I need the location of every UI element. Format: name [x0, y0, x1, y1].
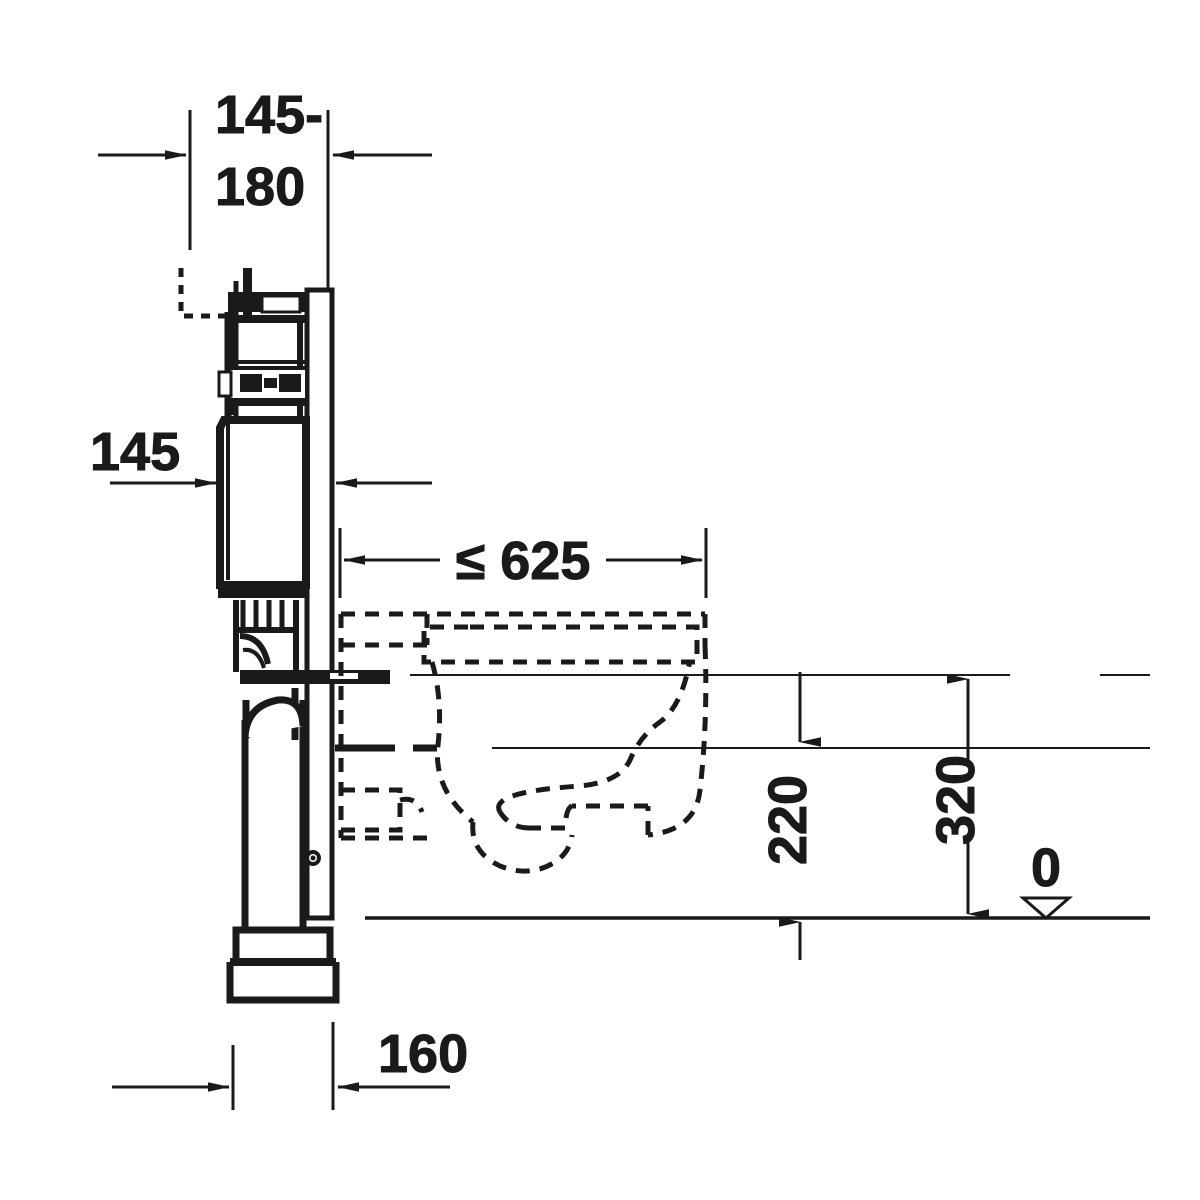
cistern-tank-body — [216, 416, 310, 598]
top-bracket — [178, 268, 236, 319]
mounting-bolt-bar — [240, 670, 390, 684]
reference-lines — [335, 674, 1150, 752]
concealed-cistern — [217, 268, 309, 420]
dimension-label-320: 320 — [926, 755, 986, 845]
installation-frame-panel — [304, 287, 335, 921]
dimension-label-160: 160 — [378, 1024, 468, 1084]
dimension-label-625: ≤ 625 — [456, 531, 591, 591]
drain-elbow-pipe — [241, 688, 321, 930]
wall-hung-toilet-bowl — [338, 611, 709, 874]
dimension-label-145-180-line2: 180 — [215, 157, 305, 217]
dimension-label-220: 220 — [758, 775, 818, 865]
dimension-wall-thickness-range — [98, 110, 432, 290]
dimension-projection-max — [338, 528, 708, 598]
dimension-label-0: 0 — [1031, 838, 1061, 898]
dimension-drain-offset — [112, 1022, 450, 1110]
drain-socket — [226, 926, 340, 1004]
drawing-body: 145- 180 145 ≤ 625 220 — [90, 85, 1150, 1110]
flush-valve-mechanism — [233, 600, 299, 672]
dimension-label-145-180-line1: 145- — [215, 85, 323, 145]
dimension-label-145: 145 — [90, 422, 180, 482]
datum-symbol — [1018, 896, 1074, 920]
